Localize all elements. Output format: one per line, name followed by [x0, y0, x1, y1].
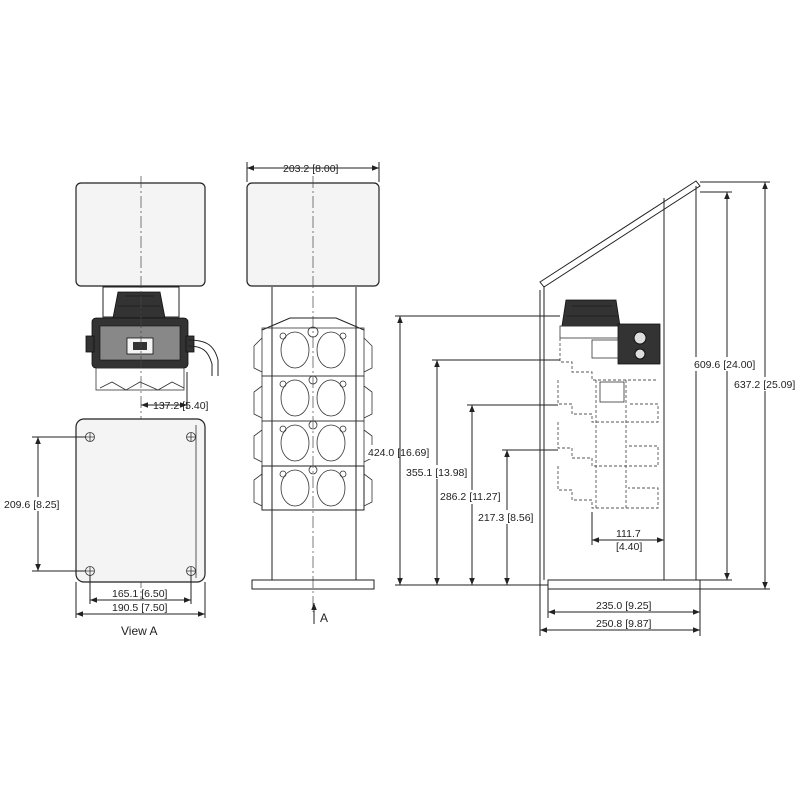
dim-depth-a: 111.7 [616, 528, 641, 540]
dim-base-235: 235.0 [9.25] [596, 600, 652, 612]
middle-front-view: 203.2 [8.00] [246, 162, 380, 625]
dim-plate-width: 190.5 [7.50] [112, 602, 168, 614]
dim-h286: 286.2 [11.27] [440, 491, 501, 503]
scanner-head-side [561, 299, 621, 327]
dim-h217: 217.3 [8.56] [478, 512, 534, 524]
height-dimensions: 424.0 [16.69] 355.1 [13.98] 286.2 [11.27… [368, 181, 798, 590]
arrow-a-label: A [320, 611, 328, 625]
dim-h424: 424.0 [16.69] [368, 447, 429, 459]
base-plate [75, 418, 206, 583]
view-a-label: View A [121, 624, 157, 638]
dim-base-250: 250.8 [9.87] [596, 618, 652, 630]
right-side-view: 424.0 [16.69] 355.1 [13.98] 286.2 [11.27… [368, 180, 798, 636]
sensor-cage-stack [253, 317, 373, 511]
hidden-sensor-tiers [557, 338, 659, 510]
sensor-housing-left [75, 182, 206, 287]
dim-hole-spacing: 165.1 [6.50] [112, 588, 168, 600]
left-top-view: 137.2 [5.40] [75, 176, 219, 600]
dim-plate-height: 209.6 [8.25] [4, 499, 60, 511]
dim-h355: 355.1 [13.98] [406, 467, 467, 479]
bolt-hole-tr [186, 432, 196, 442]
left-base-plate: 209.6 [8.25] 165.1 [6.50] 190.5 [7.50] V… [2, 418, 206, 638]
cable-left [187, 339, 219, 376]
slanted-top [539, 180, 701, 288]
dim-h637: 637.2 [25.09] [734, 379, 795, 391]
dim-depth-b: [4.40] [616, 541, 642, 553]
dim-offset: 137.2 [5.40] [153, 400, 209, 412]
dim-h609: 609.6 [24.00] [694, 359, 755, 371]
dim-top-width: 203.2 [8.00] [283, 163, 339, 175]
